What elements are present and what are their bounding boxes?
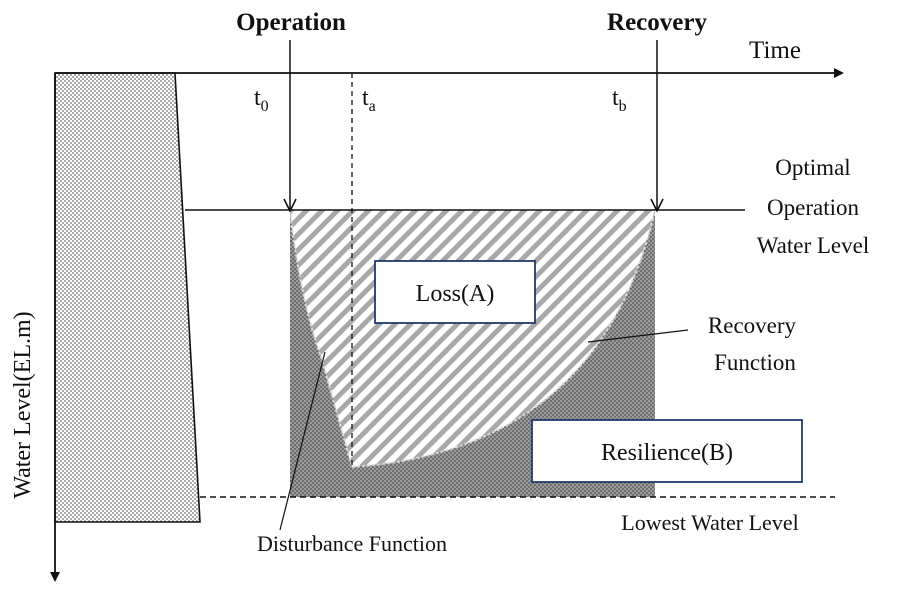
disturbance-function-leader [279, 351, 326, 531]
loss-label: Loss(A) [416, 281, 495, 307]
operation-label: Operation [236, 9, 346, 36]
recovery-curve [351, 209, 656, 468]
recovery-label: Recovery [607, 9, 707, 36]
dam-body [54, 72, 201, 523]
lowest-level-label: Lowest Water Level [621, 510, 798, 535]
disturbance-function-label: Disturbance Function [257, 531, 447, 556]
optimal-label-line3: Water Level [757, 233, 869, 258]
y-axis-label: Water Level(EL.m) [10, 311, 36, 498]
loss-box [374, 260, 536, 324]
recovery-function-line1: Recovery [708, 313, 797, 338]
recovery-function-line2: Function [714, 350, 796, 375]
time-label: Time [749, 37, 801, 64]
resilience-label: Resilience(B) [601, 440, 733, 466]
tb-label: tb [612, 85, 627, 115]
disturbance-curve [289, 209, 353, 468]
resilience-box [531, 419, 803, 483]
ta-label: ta [362, 85, 376, 115]
optimal-label-line1: Optimal [775, 155, 850, 180]
optimal-label-line2: Operation [767, 195, 859, 220]
recovery-function-leader [587, 329, 689, 343]
t0-label: t0 [254, 85, 269, 115]
